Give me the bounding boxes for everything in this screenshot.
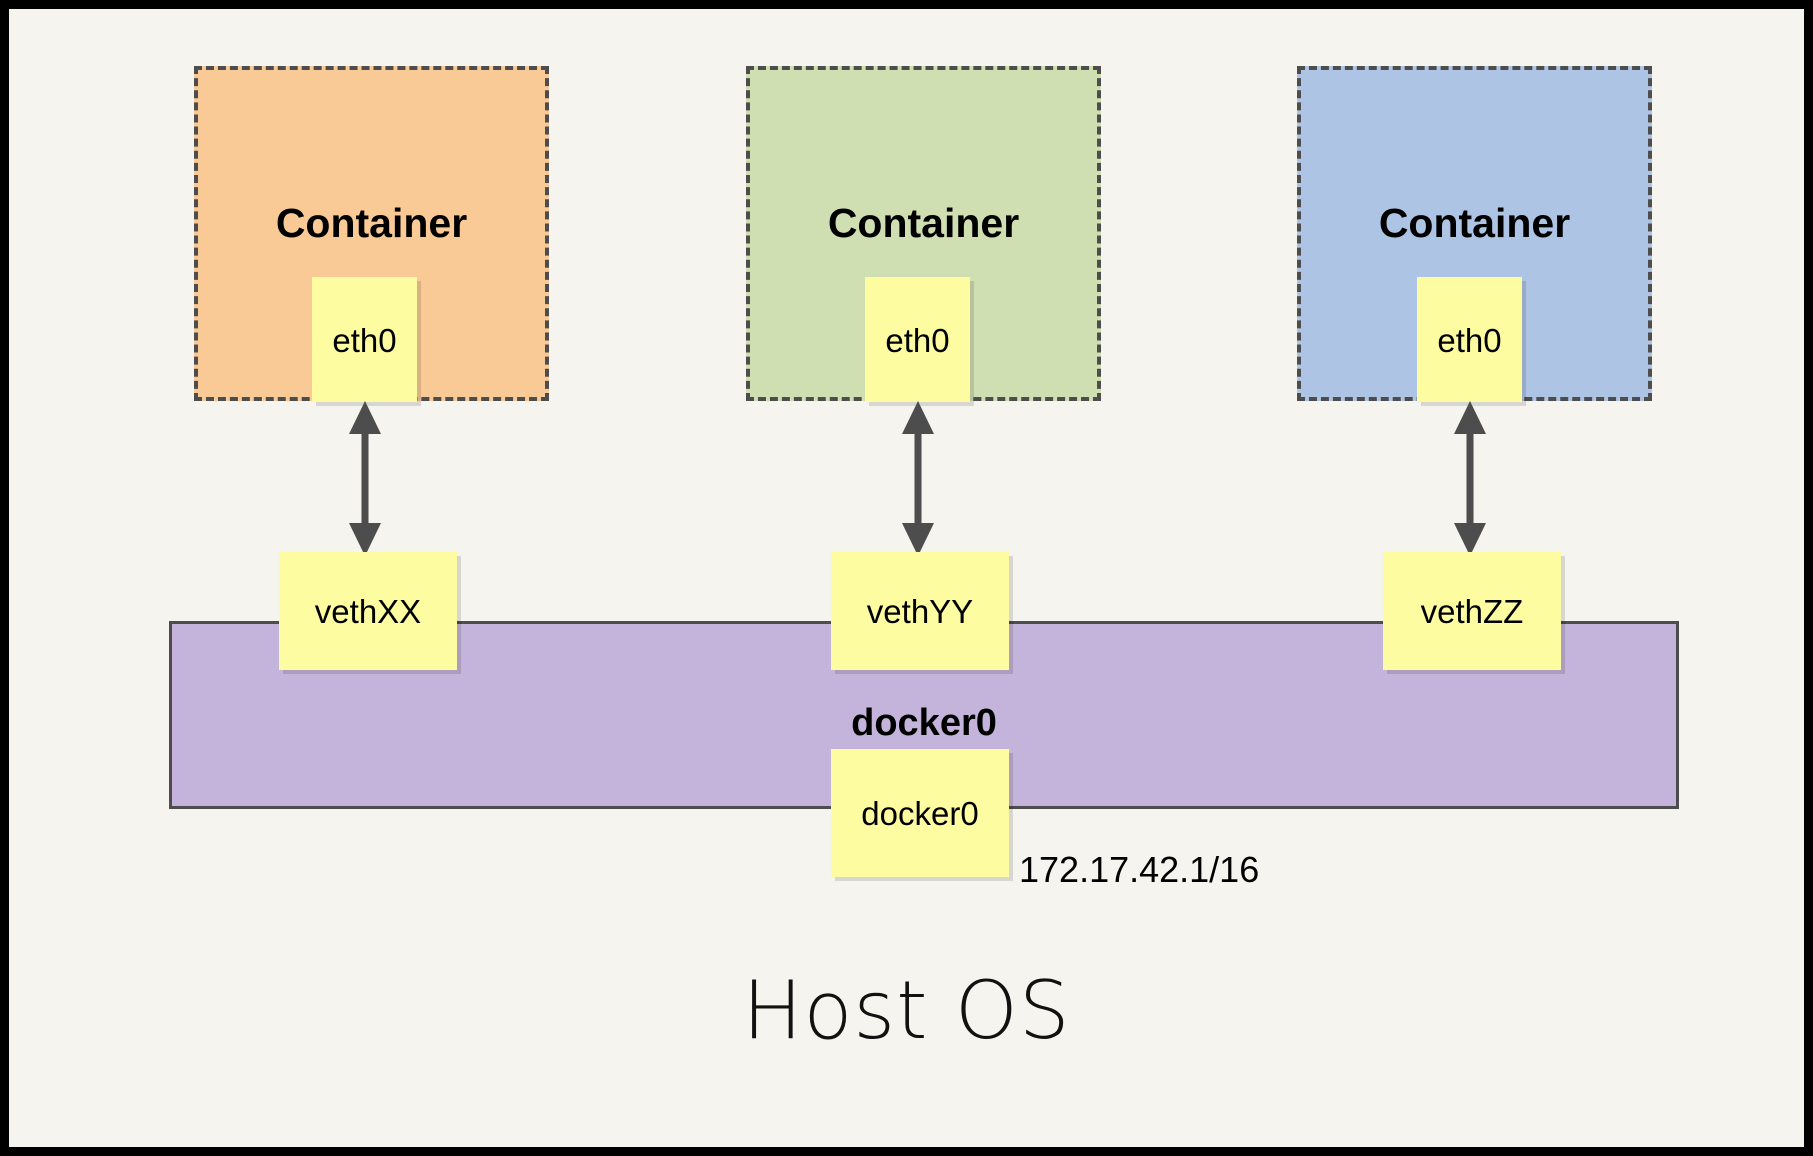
link-arrow-3: [1454, 401, 1486, 556]
veth-note-1[interactable]: vethXX: [279, 552, 457, 670]
veth-note-2[interactable]: vethYY: [831, 552, 1009, 670]
container-title-3: Container: [1378, 200, 1571, 246]
veth-note-3[interactable]: vethZZ: [1383, 552, 1561, 670]
container-title-2: Container: [827, 200, 1020, 246]
diagram-frame: docker0 Container Container Container et…: [9, 9, 1804, 1147]
host-os-label: Host OS: [742, 964, 1071, 1057]
link-arrow-2: [902, 401, 934, 556]
container-title-1: Container: [275, 200, 468, 246]
docker0-bridge-label: docker0: [851, 702, 997, 744]
eth0-note-1[interactable]: eth0: [312, 277, 417, 402]
docker0-interface-note[interactable]: docker0: [831, 749, 1009, 877]
eth0-note-3[interactable]: eth0: [1417, 277, 1522, 402]
docker0-ip-label: 172.17.42.1/16: [1019, 849, 1260, 890]
eth0-note-2[interactable]: eth0: [865, 277, 970, 402]
link-arrow-1: [349, 401, 381, 556]
